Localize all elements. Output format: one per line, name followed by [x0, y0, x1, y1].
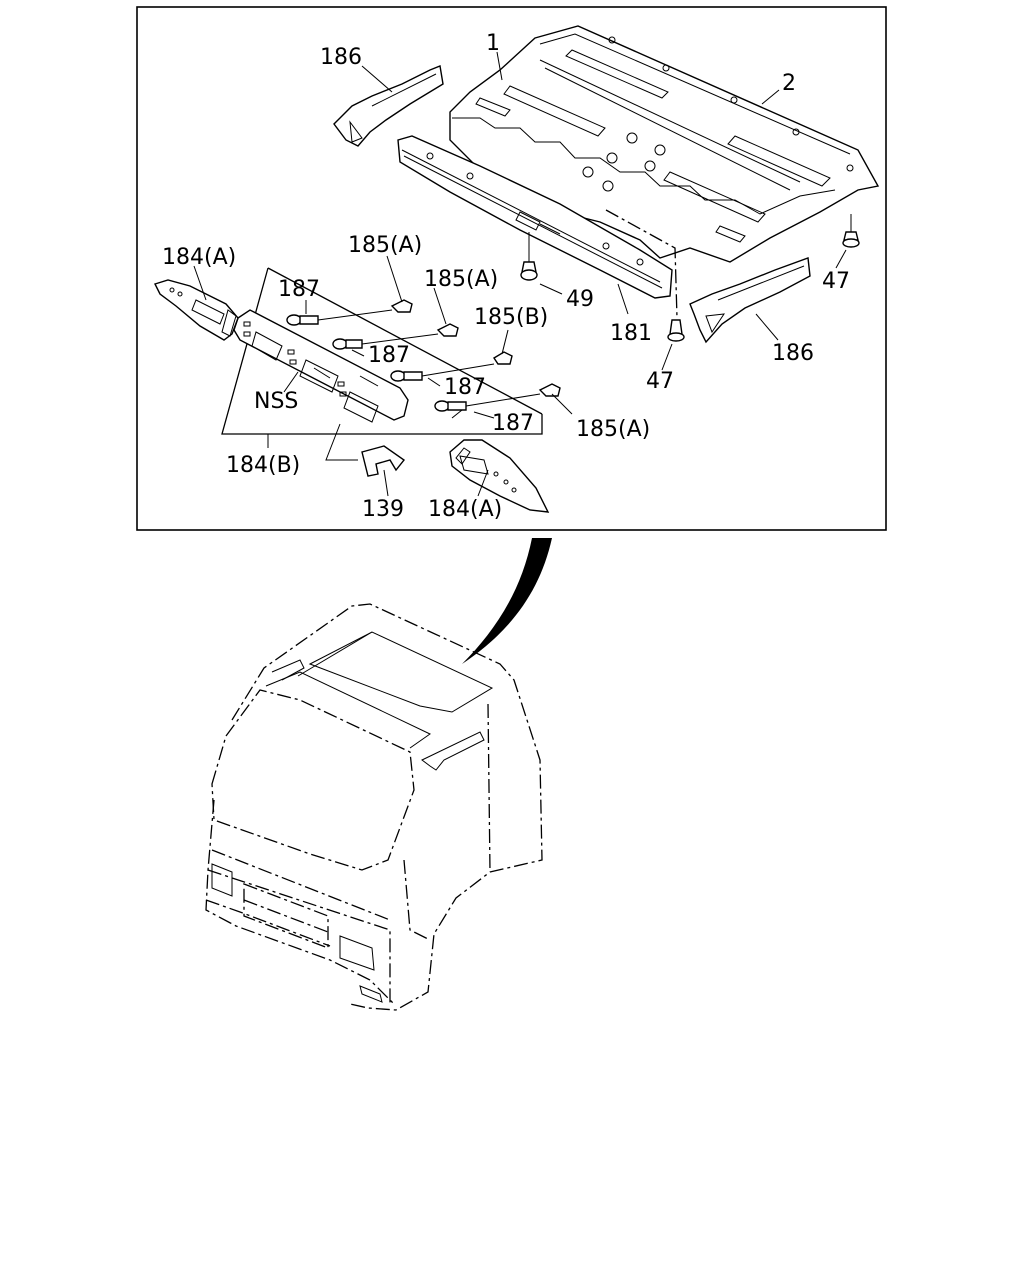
callout-47-right: 47	[822, 269, 850, 294]
callout-184a-left: 184(A)	[162, 245, 236, 270]
bracket-184b	[221, 267, 543, 435]
overhead-console	[233, 309, 409, 423]
callout-184b: 184(B)	[226, 453, 300, 478]
callout-185b: 185(B)	[474, 305, 548, 330]
leader-lines	[193, 51, 847, 497]
callout-187-1: 187	[278, 277, 320, 302]
callout-187-4: 187	[492, 411, 534, 436]
callout-185a-2: 185(A)	[424, 267, 498, 292]
callout-184a-bottom: 184(A)	[428, 497, 502, 522]
clip-185a-2	[436, 323, 459, 337]
screw-187-3	[390, 363, 495, 382]
callout-181: 181	[610, 321, 652, 346]
callout-139: 139	[362, 497, 404, 522]
screw-187-1	[286, 309, 393, 326]
callout-185a-3: 185(A)	[576, 417, 650, 442]
screw-187-2	[332, 333, 439, 350]
corner-trim-186-right	[689, 257, 811, 344]
corner-trim-186-left	[333, 65, 444, 147]
callout-187-2: 187	[368, 343, 410, 368]
screw-47-bottom	[667, 319, 685, 342]
clip-185b	[493, 351, 513, 365]
callout-49: 49	[566, 287, 594, 312]
pointer-wedge	[462, 538, 552, 664]
leader-dashed-47	[605, 209, 678, 319]
clip-139	[325, 423, 406, 477]
callout-185a-1: 185(A)	[348, 233, 422, 258]
detail-frame	[136, 6, 887, 531]
callout-1: 1	[486, 31, 500, 56]
screw-187-4	[434, 393, 541, 412]
bracket-184b-diagonal	[267, 267, 543, 415]
screw-49	[520, 232, 538, 281]
callout-186-right: 186	[772, 341, 814, 366]
callout-187-3: 187	[444, 375, 486, 400]
lamp-184a-bottom	[449, 439, 550, 513]
lamp-184a-left	[154, 279, 239, 341]
front-rail	[397, 135, 673, 299]
screw-47-right	[842, 214, 860, 248]
cab-overview	[205, 603, 543, 1011]
clip-185a-3	[538, 383, 561, 397]
callout-2: 2	[782, 71, 796, 96]
callout-nss: NSS	[254, 389, 298, 414]
callout-47-bottom: 47	[646, 369, 674, 394]
callout-186-top: 186	[320, 45, 362, 70]
